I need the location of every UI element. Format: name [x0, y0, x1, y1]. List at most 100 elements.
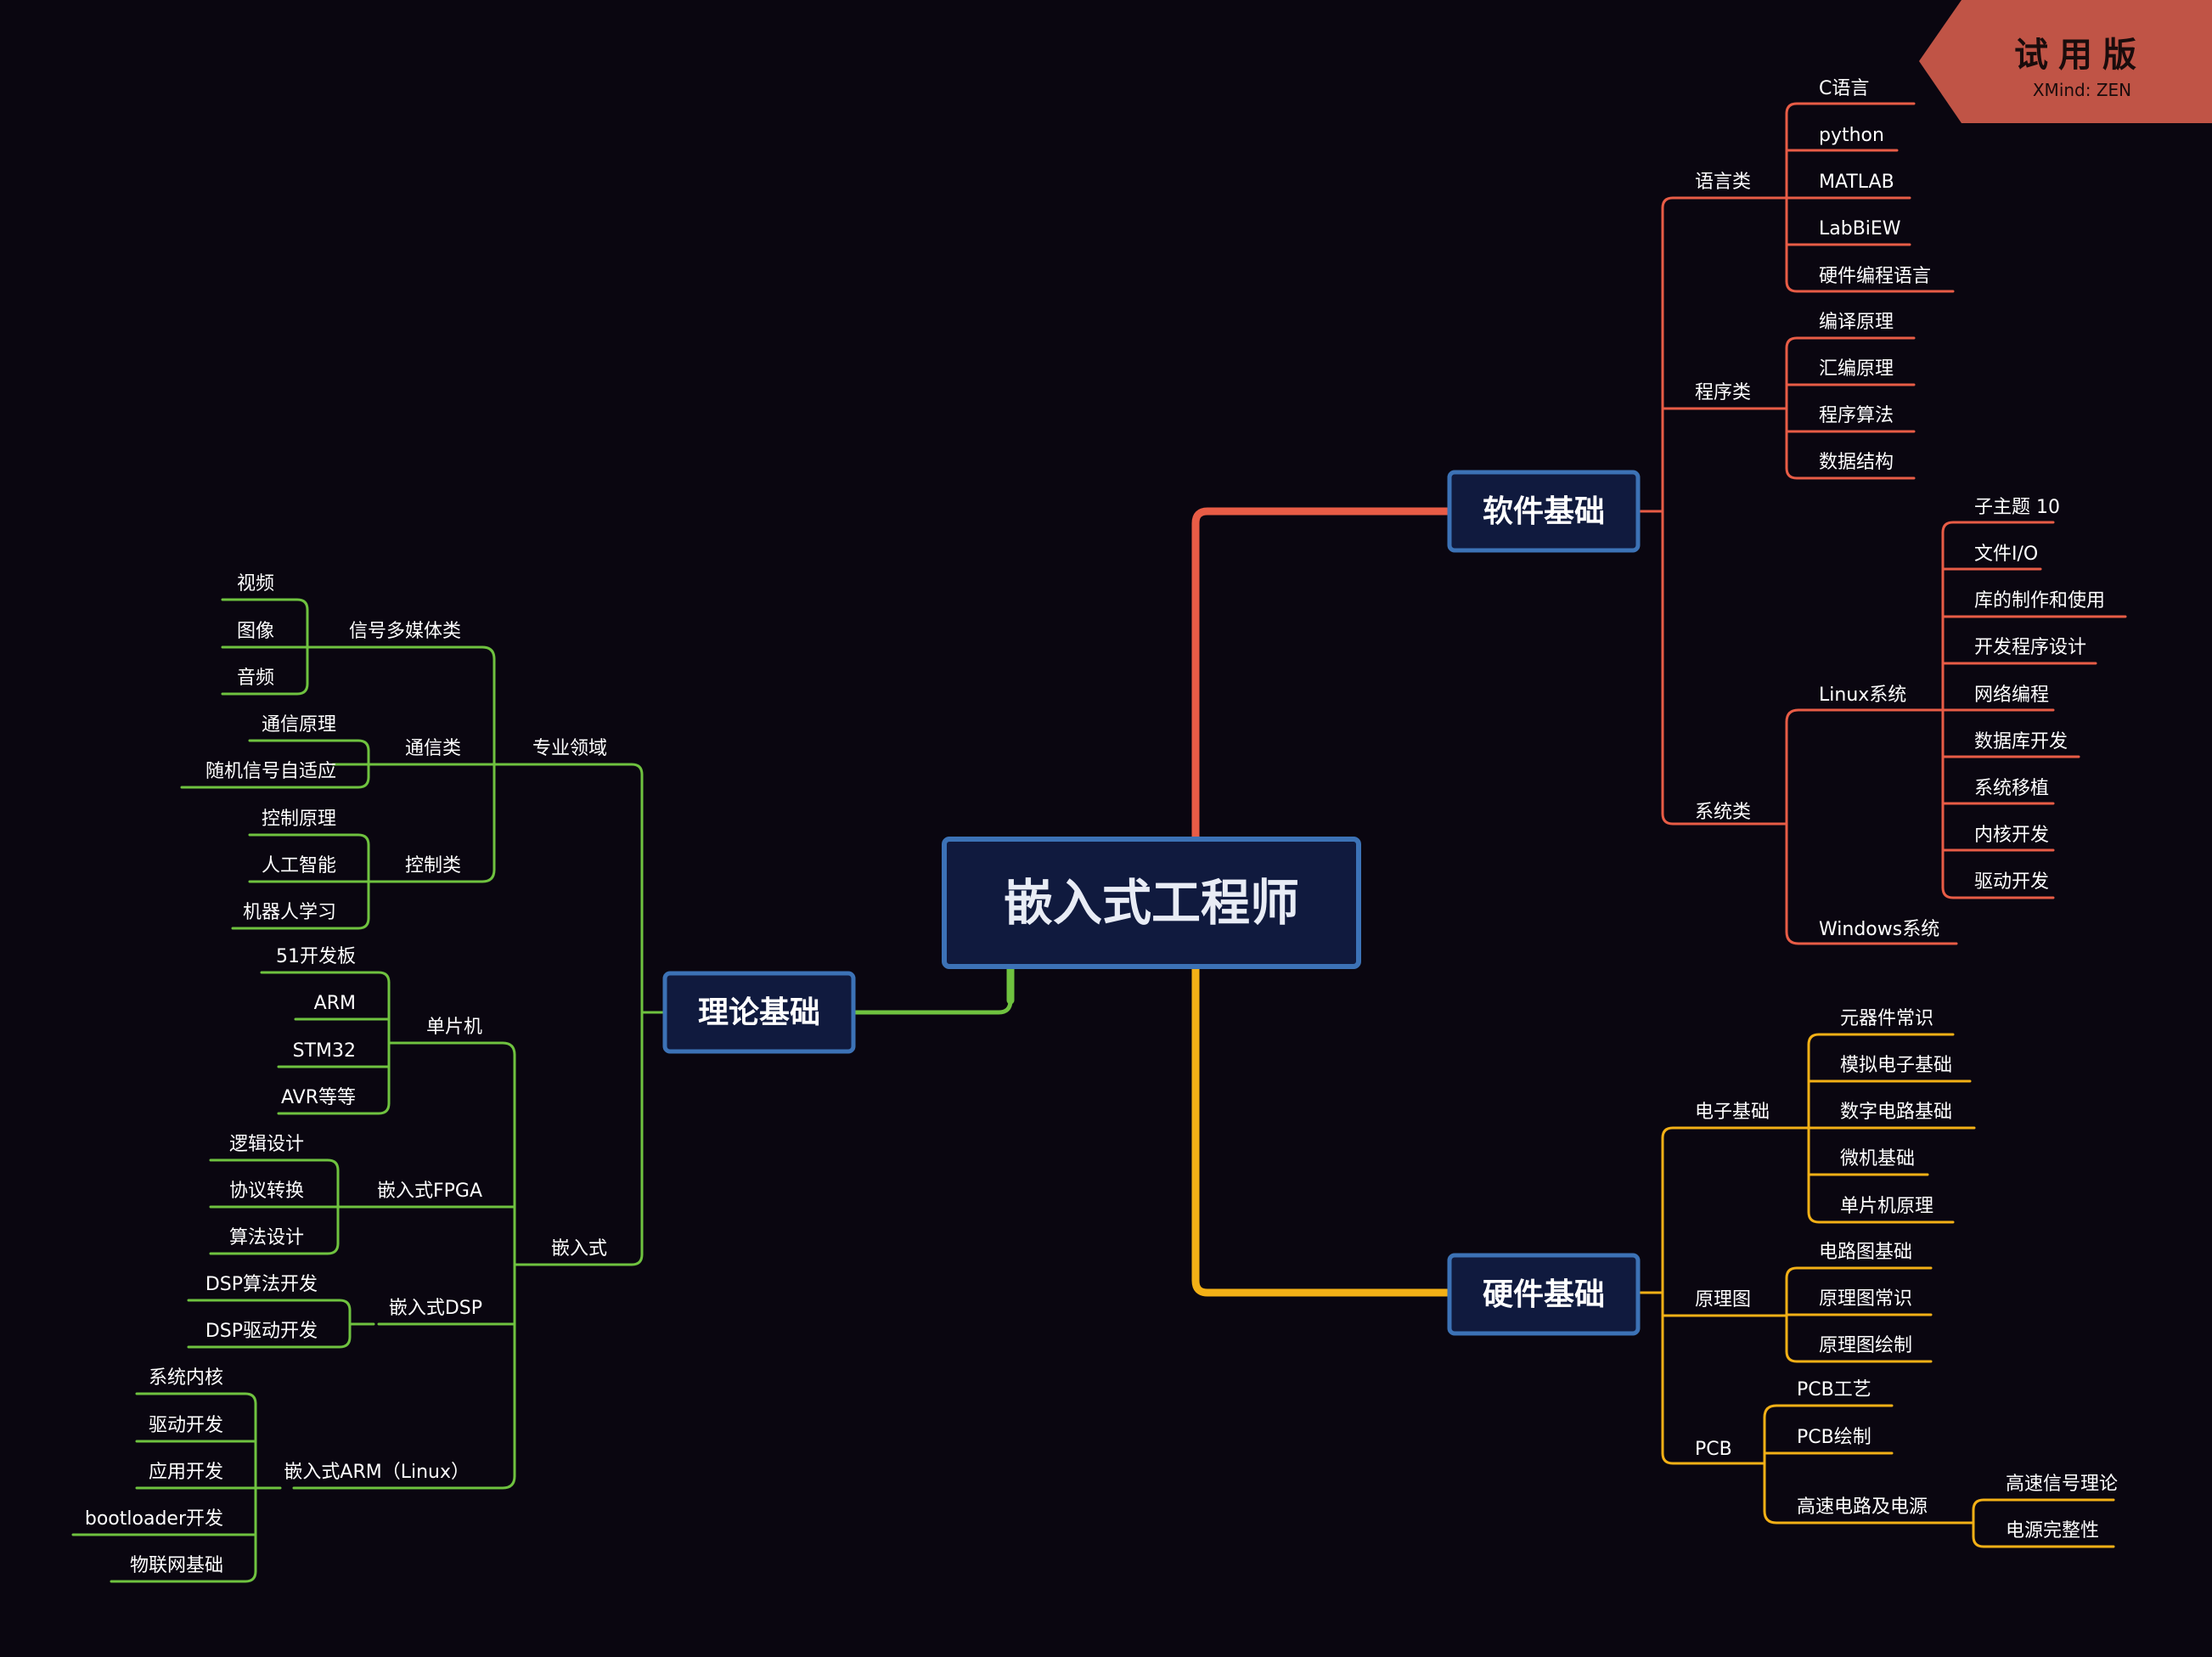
topic-schematic[interactable]: 原理图	[1695, 1289, 1751, 1310]
subtopic[interactable]: 视频	[237, 573, 274, 595]
connector-line	[1661, 196, 1763, 210]
subtopic[interactable]: 驱动开发	[1974, 871, 2049, 893]
hardware-subtree: 电子基础 元器件常识 模拟电子基础 数字电路基础 微机基础 单片机原理 原理图 …	[1695, 1008, 2118, 1541]
subtopic[interactable]: 51开发板	[276, 946, 356, 967]
subtopic[interactable]: 汇编原理	[1819, 358, 1894, 380]
subtopic[interactable]: 数字电路基础	[1840, 1102, 1952, 1123]
main-topic-hardware[interactable]: 硬件基础	[1447, 1253, 1641, 1336]
topic-control[interactable]: 控制类	[405, 855, 461, 876]
subtopic[interactable]: 控制原理	[262, 809, 336, 830]
connector-line	[180, 775, 370, 789]
subtopic[interactable]: 电源完整性	[2006, 1520, 2099, 1541]
subtopic[interactable]: PCB工艺	[1797, 1379, 1871, 1401]
subtopic[interactable]: 库的制作和使用	[1974, 590, 2105, 612]
subtopic[interactable]: 系统内核	[149, 1367, 223, 1389]
subtopic[interactable]: 数据结构	[1819, 452, 1894, 473]
subtopic[interactable]: 程序算法	[1819, 405, 1894, 426]
subtopic[interactable]: 算法设计	[229, 1227, 304, 1248]
subtopic[interactable]: STM32	[293, 1040, 356, 1062]
subtopic[interactable]: 图像	[237, 621, 274, 642]
subtopic[interactable]: 应用开发	[149, 1462, 223, 1483]
connector-line	[1941, 521, 2055, 534]
connector-line	[1785, 1350, 1933, 1363]
connector-line	[1763, 1509, 1950, 1525]
topic-embedded[interactable]: 嵌入式	[551, 1238, 607, 1260]
topic-linux[interactable]: Linux系统	[1819, 685, 1906, 706]
subtopic[interactable]: 原理图常识	[1819, 1288, 1912, 1310]
subtopic[interactable]: python	[1819, 125, 1884, 146]
subtopic[interactable]: 驱动开发	[149, 1415, 223, 1436]
subtopic[interactable]: 物联网基础	[130, 1555, 223, 1576]
subtopic[interactable]: bootloader开发	[85, 1508, 223, 1530]
subtopic[interactable]: 高速信号理论	[2006, 1474, 2118, 1495]
subtopic[interactable]: PCB绘制	[1797, 1427, 1871, 1448]
central-topic-box	[942, 837, 1361, 969]
topic-pcb[interactable]: PCB	[1695, 1439, 1732, 1460]
topic-media[interactable]: 信号多媒体类	[349, 621, 461, 642]
topic-comm[interactable]: 通信类	[405, 738, 461, 759]
watermark-title: 试用版	[2014, 36, 2147, 75]
topic-highspeed[interactable]: 高速电路及电源	[1797, 1496, 1928, 1518]
subtopic[interactable]: 硬件编程语言	[1819, 266, 1931, 287]
connector-line	[292, 1474, 516, 1490]
topic-system[interactable]: 系统类	[1695, 802, 1751, 823]
central-topic[interactable]: 嵌入式工程师	[942, 837, 1361, 969]
subtopic[interactable]: 编译原理	[1819, 312, 1894, 333]
subtopic[interactable]: LabBiEW	[1819, 218, 1901, 240]
subtopic[interactable]: 逻辑设计	[229, 1134, 304, 1155]
connector-line	[1941, 886, 2055, 899]
subtopic[interactable]: 人工智能	[262, 855, 336, 876]
main-topic-software[interactable]: 软件基础	[1447, 470, 1641, 553]
subtopic[interactable]: 电路图基础	[1819, 1242, 1912, 1263]
subtopic[interactable]: MATLAB	[1819, 172, 1894, 193]
watermark-badge	[1919, 0, 2212, 123]
topic-fpga[interactable]: 嵌入式FPGA	[377, 1181, 482, 1202]
subtopic[interactable]: 子主题 10	[1974, 497, 2060, 518]
topic-dsp[interactable]: 嵌入式DSP	[389, 1298, 482, 1319]
connector-line	[221, 682, 309, 696]
subtopic[interactable]: 网络编程	[1974, 685, 2049, 706]
connector-line	[209, 1242, 340, 1255]
connector-line	[525, 763, 644, 776]
main-topic-box	[662, 971, 856, 1054]
theory-subtree: 专业领域 信号多媒体类 视频 图像 音频 通信类 通信原理 随机信号自适应 控制…	[85, 573, 607, 1576]
subtopic[interactable]: 模拟电子基础	[1840, 1055, 1952, 1076]
connector-lines	[71, 102, 2127, 1583]
main-topic-theory[interactable]: 理论基础	[662, 971, 856, 1054]
subtopic[interactable]: 机器人学习	[243, 902, 336, 923]
subtopic[interactable]: 单片机原理	[1840, 1196, 1933, 1217]
connector-line	[1785, 279, 1955, 293]
subtopic[interactable]: 内核开发	[1974, 825, 2049, 846]
subtopic[interactable]: 开发程序设计	[1974, 637, 2086, 658]
topic-program[interactable]: 程序类	[1695, 382, 1751, 403]
connector-line	[419, 1041, 516, 1057]
trial-watermark: 试用版 XMind: ZEN	[1919, 0, 2212, 123]
connector-line	[248, 833, 370, 847]
subtopic[interactable]: 通信原理	[262, 714, 336, 736]
subtopic[interactable]: 数据库开发	[1974, 731, 2068, 752]
subtopic[interactable]: 音频	[237, 668, 274, 689]
connector-line	[1785, 1266, 1933, 1280]
topic-windows[interactable]: Windows系统	[1819, 919, 1939, 940]
subtopic[interactable]: 文件I/O	[1974, 544, 2038, 565]
topic-special-field[interactable]: 专业领域	[532, 738, 607, 759]
connector-line	[1191, 507, 1451, 841]
subtopic[interactable]: 原理图绘制	[1819, 1335, 1912, 1356]
subtopic[interactable]: 元器件常识	[1840, 1008, 1933, 1029]
topic-language[interactable]: 语言类	[1695, 172, 1751, 193]
subtopic[interactable]: ARM	[314, 993, 356, 1014]
topic-electronics[interactable]: 电子基础	[1695, 1102, 1770, 1123]
subtopic[interactable]: 协议转换	[229, 1181, 304, 1202]
topic-mcu[interactable]: 单片机	[426, 1017, 482, 1038]
connector-line	[277, 1102, 391, 1115]
subtopic[interactable]: DSP算法开发	[205, 1274, 318, 1295]
subtopic[interactable]: C语言	[1819, 78, 1869, 99]
subtopic[interactable]: 随机信号自适应	[205, 761, 336, 782]
subtopic[interactable]: AVR等等	[281, 1087, 356, 1108]
subtopic[interactable]: 系统移植	[1974, 778, 2049, 799]
subtopic[interactable]: DSP驱动开发	[205, 1321, 318, 1342]
topic-arm[interactable]: 嵌入式ARM（Linux）	[284, 1462, 470, 1483]
main-topic-box	[1447, 1253, 1641, 1336]
subtopic[interactable]: 微机基础	[1840, 1148, 1915, 1169]
